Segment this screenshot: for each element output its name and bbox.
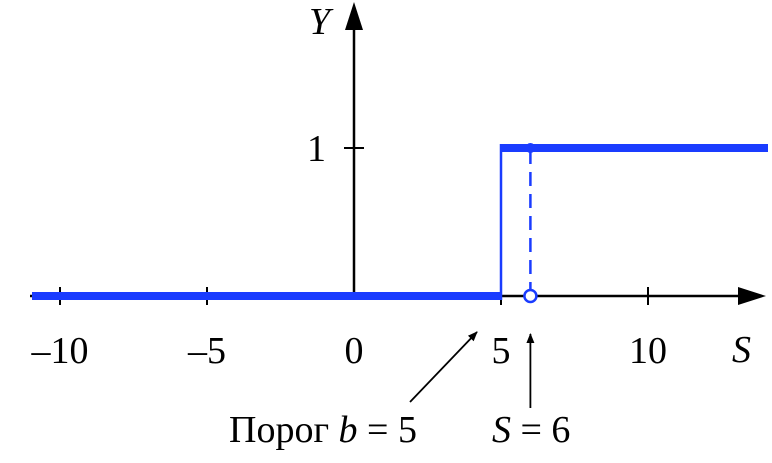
input-annotation-var: S bbox=[492, 409, 511, 451]
y-axis-title: Y bbox=[309, 1, 334, 43]
y-axis-arrowhead bbox=[345, 2, 363, 30]
y-tick-label: 1 bbox=[307, 128, 326, 170]
threshold-annotation-var: b bbox=[339, 409, 358, 451]
x-tick-label: –10 bbox=[31, 330, 89, 372]
threshold-annotation-prefix: Порог bbox=[229, 409, 339, 451]
x-axis-arrowhead bbox=[738, 287, 766, 305]
x-tick-label: 10 bbox=[629, 330, 667, 372]
x-tick-label: –5 bbox=[187, 330, 226, 372]
hollow-point-marker bbox=[523, 288, 538, 304]
x-tick-label: 0 bbox=[345, 330, 364, 372]
input-annotation-label: S = 6 bbox=[492, 409, 570, 451]
threshold-annotation-suffix: = 5 bbox=[358, 409, 417, 451]
input-annotation-suffix: = 6 bbox=[511, 409, 570, 451]
filled-point-marker bbox=[525, 143, 536, 153]
x-axis-title: S bbox=[732, 329, 751, 371]
threshold-annotation-label: Порог b = 5 bbox=[229, 409, 417, 451]
x-tick-label: 5 bbox=[492, 330, 511, 372]
threshold-annotation-arrow bbox=[409, 331, 478, 403]
